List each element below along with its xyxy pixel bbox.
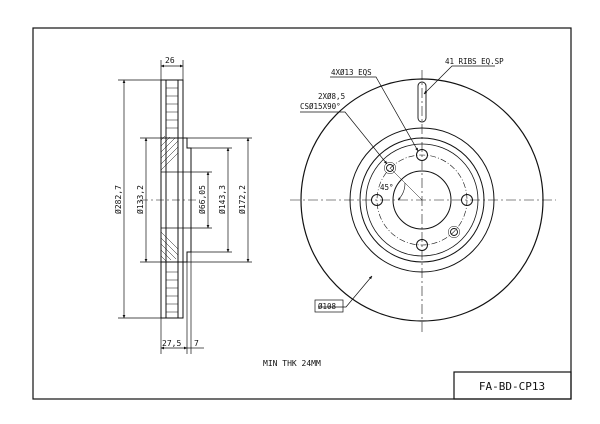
dim-total-width: 26 [165,56,175,65]
dim-pcd: Ø143,3 [217,185,227,214]
small-hole-lower-right [450,228,458,236]
label-bolt-holes: 4XØ13 EQS [331,68,372,77]
note-min-thickness: MIN THK 24MM [263,359,321,368]
drawing-border [32,27,572,400]
section-dimensions [118,60,252,354]
dim-hat-height: 27,5 [162,339,181,348]
front-leaders [300,65,495,308]
bolt-hole-bottom [416,239,428,251]
dim-hat-diameter: Ø133,2 [135,185,145,214]
rib-slot [417,81,427,123]
label-center-circle: Ø108 [318,302,337,311]
front-view [290,70,556,332]
part-number: FA-BD-CP13 [479,380,545,393]
label-angle: 45° [380,183,394,192]
rotor-outer-section [160,79,184,319]
title-block [453,371,572,400]
label-countersink: CSØ15X90° [300,102,341,111]
section-view [140,79,200,319]
bolt-hole-top [416,149,428,161]
dim-inner-friction: Ø172,2 [237,185,247,214]
label-small-holes: 2XØ8,5 [318,92,345,101]
bolt-hole-right [461,194,473,206]
dim-flange: 7 [194,339,199,348]
center-circle-label-box [314,299,344,313]
label-ribs: 41 RIBS EQ.SP [445,57,504,66]
small-hole-upper-left [386,164,394,172]
bolt-hole-left [371,194,383,206]
dim-bore: Ø66,05 [197,185,207,214]
dim-outer-diameter: Ø282,7 [113,185,123,214]
